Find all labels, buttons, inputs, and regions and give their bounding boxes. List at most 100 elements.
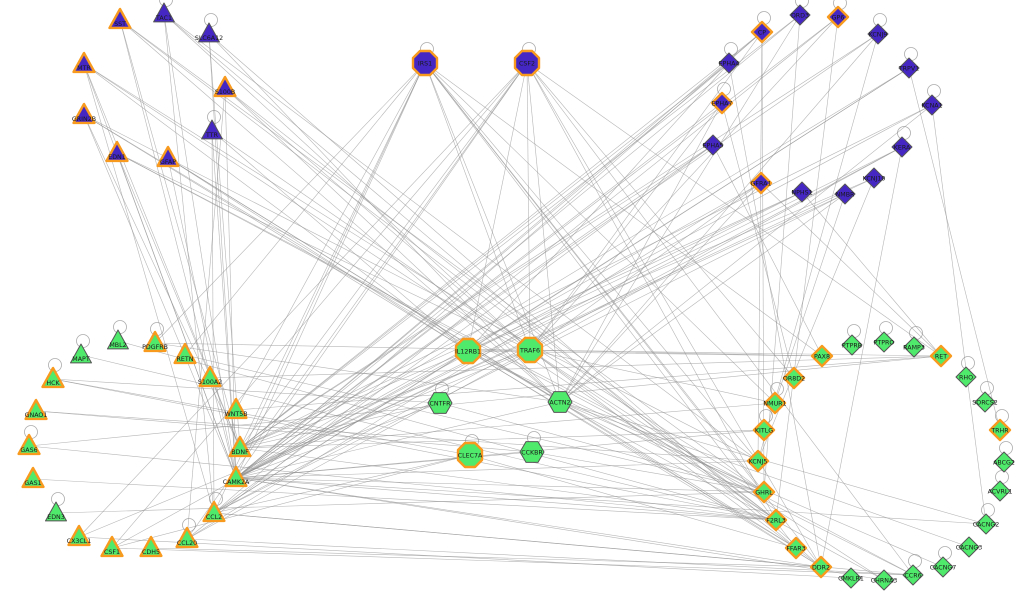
- edge: [83, 114, 241, 449]
- edge: [116, 152, 237, 479]
- edge: [529, 349, 885, 581]
- node-EDN1[interactable]: EDN1: [105, 140, 129, 163]
- node-CACNG7[interactable]: CACNG7: [930, 556, 957, 578]
- edge: [526, 62, 942, 357]
- node-KERA[interactable]: KERA: [891, 136, 913, 158]
- edge: [235, 429, 765, 479]
- edge: [213, 454, 471, 514]
- edge: [52, 378, 441, 404]
- node-IRS1[interactable]: IRS1: [411, 49, 439, 77]
- node-shape: [840, 567, 862, 589]
- node-CX3CL1[interactable]: CX3CL1: [67, 524, 92, 547]
- edge: [761, 31, 765, 493]
- self-loop-edge: [999, 441, 1013, 455]
- node-shape: [108, 7, 132, 30]
- edge: [83, 114, 759, 462]
- node-HCK[interactable]: HCK: [41, 366, 65, 389]
- node-GAS6[interactable]: GAS6: [17, 433, 41, 456]
- node-RHO[interactable]: RHO: [955, 366, 977, 388]
- node-GAS1[interactable]: GAS1: [21, 466, 45, 489]
- node-S100B[interactable]: S100B: [213, 75, 237, 98]
- edge: [167, 157, 237, 479]
- node-NPHS1[interactable]: NPHS1: [791, 181, 813, 203]
- node-EPHA7[interactable]: EPHA7: [710, 91, 734, 115]
- node-MBL2[interactable]: MBL2: [107, 329, 129, 350]
- edge: [167, 157, 469, 352]
- node-TAC1[interactable]: TAC1: [153, 2, 175, 23]
- node-TTR[interactable]: TTR: [201, 119, 223, 140]
- edge: [529, 349, 776, 404]
- node-RETN[interactable]: RETN: [173, 342, 197, 365]
- node-SLC6A12[interactable]: SLC6A12: [195, 22, 223, 43]
- edge: [83, 63, 469, 352]
- node-shape: [902, 564, 924, 586]
- node-shape: [70, 343, 92, 364]
- edge: [78, 536, 852, 579]
- node-TRHR[interactable]: TRHR: [988, 418, 1012, 442]
- node-shape: [45, 501, 67, 522]
- node-DRD3[interactable]: DRD3: [789, 4, 811, 26]
- node-TRPV1[interactable]: TRPV1: [898, 57, 920, 79]
- node-IL12RB1[interactable]: IL12RB1: [454, 337, 482, 365]
- node-PAX8[interactable]: PAX8: [810, 344, 834, 368]
- node-TRAF6[interactable]: TRAF6: [516, 336, 544, 364]
- node-MAPT[interactable]: MAPT: [70, 343, 92, 364]
- edge: [526, 62, 914, 576]
- node-ABCG2[interactable]: ABCG2: [993, 451, 1015, 473]
- self-loop-edge: [938, 546, 952, 560]
- node-NMBR[interactable]: NMBR: [834, 183, 856, 205]
- node-CMKLR1[interactable]: CMKLR1: [838, 567, 864, 589]
- node-EPHA4[interactable]: EPHA4: [718, 52, 740, 74]
- node-KCNJ5[interactable]: KCNJ5: [746, 449, 770, 473]
- node-KCNJ10[interactable]: KCNJ10: [863, 167, 886, 189]
- edge: [239, 191, 803, 449]
- edge: [529, 31, 763, 351]
- node-RAMP3[interactable]: RAMP3: [903, 336, 925, 358]
- edge: [559, 182, 762, 403]
- node-shape: [513, 49, 541, 77]
- node-shape: [810, 344, 834, 368]
- edge: [559, 401, 987, 525]
- node-MTR[interactable]: MTR: [72, 51, 96, 74]
- node-EPHA5[interactable]: EPHA5: [702, 134, 724, 156]
- edge: [757, 33, 879, 462]
- node-KITLG[interactable]: KITLG: [752, 418, 776, 442]
- edge: [184, 354, 765, 493]
- edge: [83, 63, 215, 514]
- edge: [239, 144, 714, 449]
- self-loop-edge: [980, 381, 994, 395]
- node-shape: [921, 94, 943, 116]
- node-shape: [809, 555, 833, 579]
- node-SORCS2[interactable]: SORCS2: [972, 391, 998, 413]
- edge: [184, 62, 426, 356]
- node-DDR2[interactable]: DDR2: [809, 555, 833, 579]
- node-NMUR1[interactable]: NMUR1: [763, 391, 787, 415]
- node-PTPRO[interactable]: PTPRO: [873, 331, 895, 353]
- node-shape: [202, 500, 226, 523]
- node-EDN3[interactable]: EDN3: [45, 501, 67, 522]
- edge: [757, 177, 875, 462]
- edge: [163, 13, 759, 462]
- node-GP6[interactable]: GP6: [826, 5, 850, 29]
- edge: [235, 102, 723, 479]
- node-GNAO1[interactable]: GNAO1: [24, 398, 48, 421]
- node-GFAP[interactable]: GFAP: [156, 145, 180, 168]
- node-PTPRB[interactable]: PTPRB: [841, 334, 863, 356]
- node-SST[interactable]: SST: [108, 7, 132, 30]
- node-KCNA1[interactable]: KCNA1: [921, 94, 943, 116]
- node-GRIN2B[interactable]: GRIN2B: [72, 102, 96, 125]
- edge: [235, 401, 561, 479]
- node-KCNJ9[interactable]: KCNJ9: [867, 23, 889, 45]
- node-WNT5B[interactable]: WNT5B: [224, 397, 248, 420]
- self-loop-edge: [873, 13, 887, 27]
- node-shape: [198, 22, 220, 43]
- node-CLEC7A[interactable]: CLEC7A: [456, 441, 484, 469]
- node-CNTFR[interactable]: CNTFR: [427, 392, 453, 414]
- node-CCR6[interactable]: CCR6: [902, 564, 924, 586]
- node-CACNG2[interactable]: CACNG2: [973, 513, 1000, 535]
- node-CSF2[interactable]: CSF2: [513, 49, 541, 77]
- node-ACVRL1[interactable]: ACVRL1: [988, 480, 1013, 502]
- node-CCL20[interactable]: CCL20: [175, 526, 199, 549]
- node-CACNG3[interactable]: CACNG3: [956, 536, 983, 558]
- node-FFAR3[interactable]: FFAR3: [784, 536, 808, 560]
